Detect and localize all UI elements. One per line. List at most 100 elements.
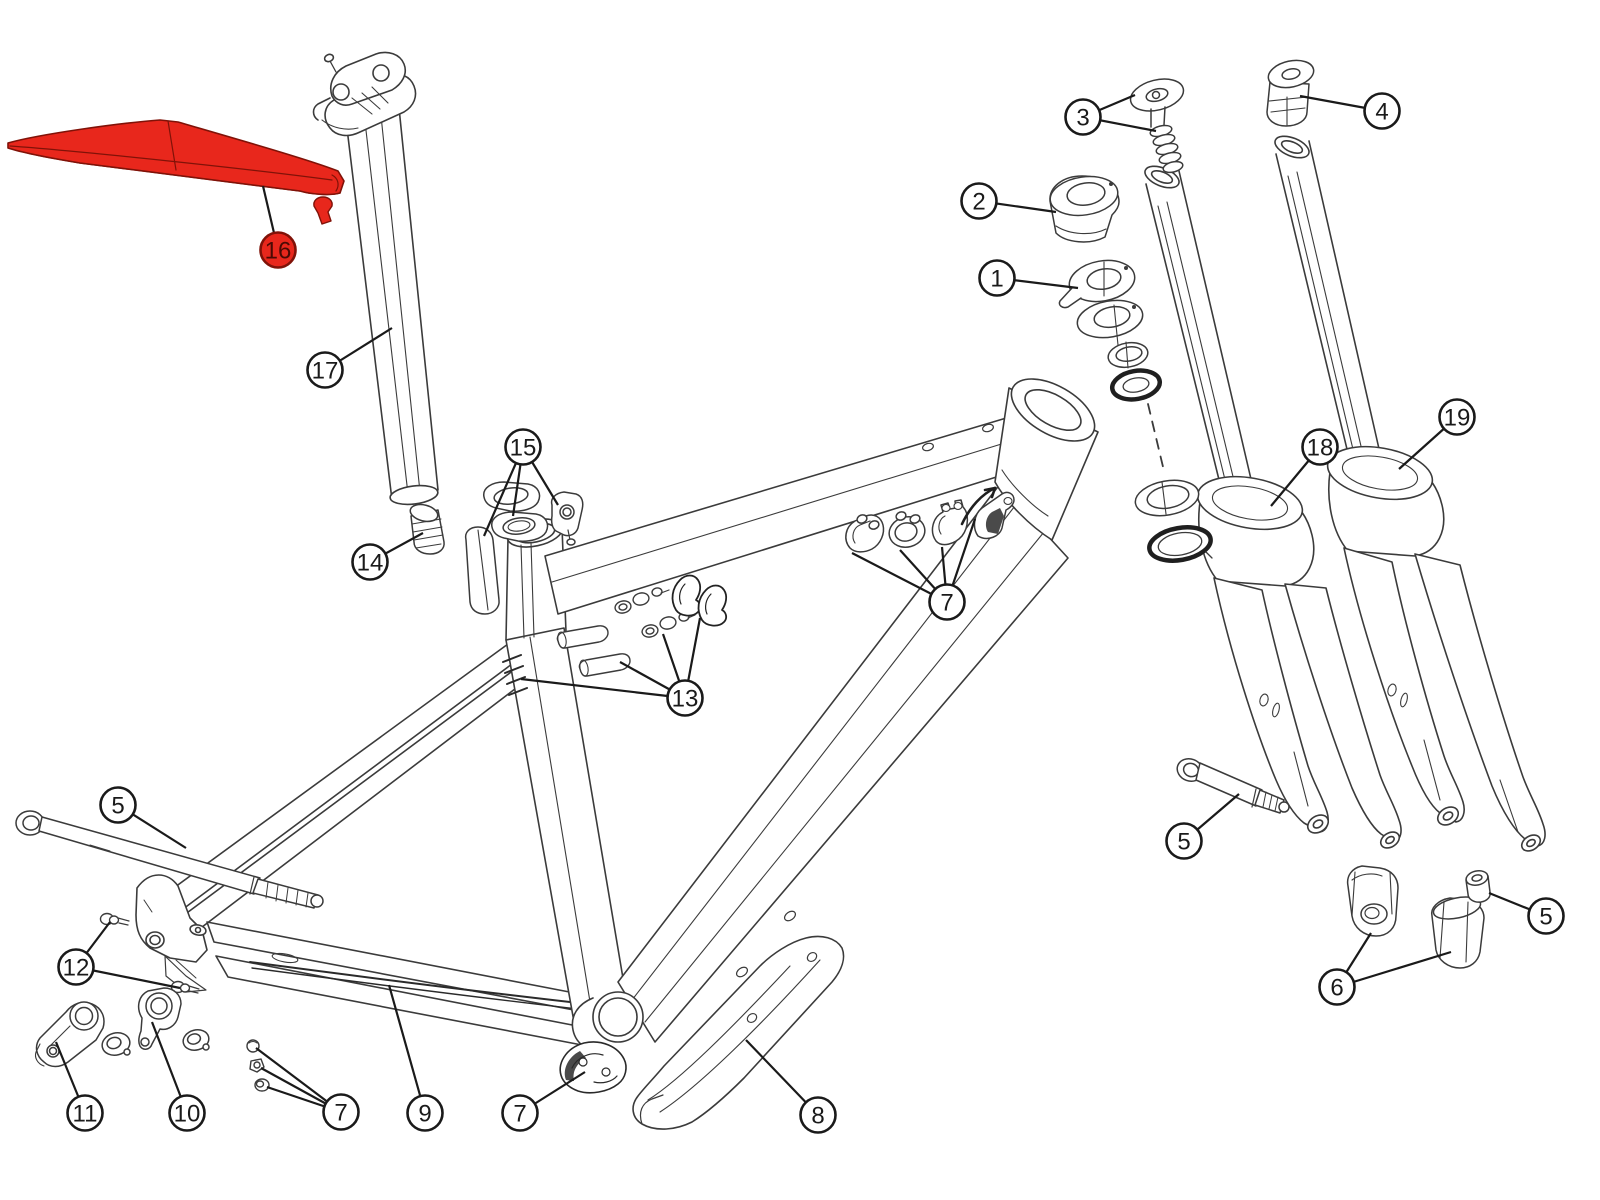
headset-parts [1049, 59, 1315, 563]
callout-14: 14 [351, 532, 424, 581]
small-plugs-7 [246, 1039, 270, 1092]
callout-number: 13 [672, 686, 699, 713]
callout-number: 3 [1076, 105, 1089, 132]
callout-circle [1363, 92, 1401, 130]
stem-cone-spacer [1049, 175, 1120, 243]
callout-circle [960, 182, 998, 220]
callout-number: 6 [1330, 975, 1343, 1002]
lower-bearing [1134, 479, 1200, 517]
seatpost [312, 51, 439, 506]
assembly-axis [1147, 403, 1165, 472]
callout-7: 7 [851, 518, 977, 621]
callout-5: 5 [1165, 793, 1240, 860]
crown-race [1147, 525, 1213, 563]
axle-nut-5 [1465, 870, 1491, 903]
callout-circle [99, 786, 137, 824]
callout-number: 7 [513, 1101, 526, 1128]
highlighted-part-16-cover [7, 119, 345, 196]
callout-circle [1527, 897, 1565, 935]
seatpost-head [312, 51, 417, 137]
callout-3: 3 [1064, 93, 1157, 136]
callout-number: 19 [1444, 405, 1471, 432]
headset-top-cap [1129, 78, 1185, 128]
callout-number: 7 [940, 590, 953, 617]
callout-circle [66, 1094, 104, 1132]
callout-circle [1165, 822, 1203, 860]
callout-17: 17 [306, 327, 393, 389]
callout-circle [666, 679, 704, 717]
callout-circle [928, 583, 966, 621]
callout-2: 2 [960, 182, 1057, 220]
callout-11: 11 [54, 1041, 104, 1132]
callout-number: 16 [265, 238, 292, 265]
headset-top-cover [1058, 259, 1136, 309]
callout-circle [1318, 968, 1356, 1006]
callout-circle [799, 1096, 837, 1134]
callout-number: 12 [63, 955, 90, 982]
callout-5: 5 [1488, 891, 1565, 935]
seatpost-wedge [409, 503, 445, 555]
fork-tip-covers-6 [1346, 865, 1485, 969]
callout-1: 1 [978, 259, 1079, 297]
callout-4: 4 [1299, 92, 1401, 130]
callout-10: 10 [150, 1021, 206, 1132]
callout-number: 4 [1375, 99, 1388, 126]
callout-number: 14 [357, 550, 384, 577]
callout-18: 18 [1270, 428, 1339, 507]
callout-7: 7 [501, 1071, 586, 1132]
callout-circle [57, 948, 95, 986]
callout-number: 15 [510, 435, 537, 462]
callout-number: 8 [811, 1103, 824, 1130]
callout-6: 6 [1318, 932, 1452, 1006]
frame [135, 378, 1099, 1054]
headset-spacer-ring [1076, 299, 1144, 346]
callout-number: 1 [990, 266, 1003, 293]
thru-axle-rear [15, 810, 324, 909]
callout-16-highlighted: 16 [259, 185, 297, 269]
head-tube [994, 378, 1099, 541]
callout-12: 12 [57, 921, 181, 990]
callout-13: 13 [520, 617, 704, 717]
fork-19 [1274, 135, 1546, 852]
compression-ring [1107, 341, 1149, 369]
highlighted-part-16-screw [313, 196, 333, 225]
callout-circle [1438, 398, 1476, 436]
chain-stays [206, 921, 609, 1051]
callout-circle [351, 543, 389, 581]
callout-number: 18 [1307, 435, 1334, 462]
fork-18 [1144, 165, 1402, 849]
callout-circle [978, 259, 1016, 297]
callout-number: 7 [334, 1100, 347, 1127]
callout-number: 5 [1177, 829, 1190, 856]
callout-5: 5 [99, 786, 187, 849]
upper-bearing [1109, 368, 1163, 402]
callout-circle [504, 428, 542, 466]
callout-number: 9 [418, 1101, 431, 1128]
seat-stays [159, 643, 533, 941]
callout-number: 5 [1539, 904, 1552, 931]
callout-circle [322, 1093, 360, 1131]
callout-number: 11 [73, 1101, 98, 1128]
expander-plug [1266, 59, 1315, 127]
callout-circle [306, 351, 344, 389]
callout-circle [1064, 98, 1102, 136]
internal-fittings-13 [556, 574, 728, 677]
thru-axle-front [1176, 757, 1290, 814]
seat-clamp-parts [464, 481, 584, 615]
downtube-protector-8 [632, 935, 845, 1130]
callout-number: 5 [111, 793, 124, 820]
derailleur-hanger-10 [137, 987, 210, 1051]
callout-8: 8 [745, 1039, 837, 1134]
callout-7: 7 [255, 1047, 360, 1131]
callout-number: 10 [174, 1101, 201, 1128]
callout-circle [168, 1094, 206, 1132]
callout-circle [259, 231, 297, 269]
headset-bolt-spring [1149, 124, 1184, 174]
callout-15: 15 [482, 428, 559, 537]
callout-number: 2 [972, 189, 985, 216]
callout-9: 9 [387, 984, 444, 1132]
cable-guide-7 [559, 1041, 627, 1094]
callout-circle [1301, 428, 1339, 466]
